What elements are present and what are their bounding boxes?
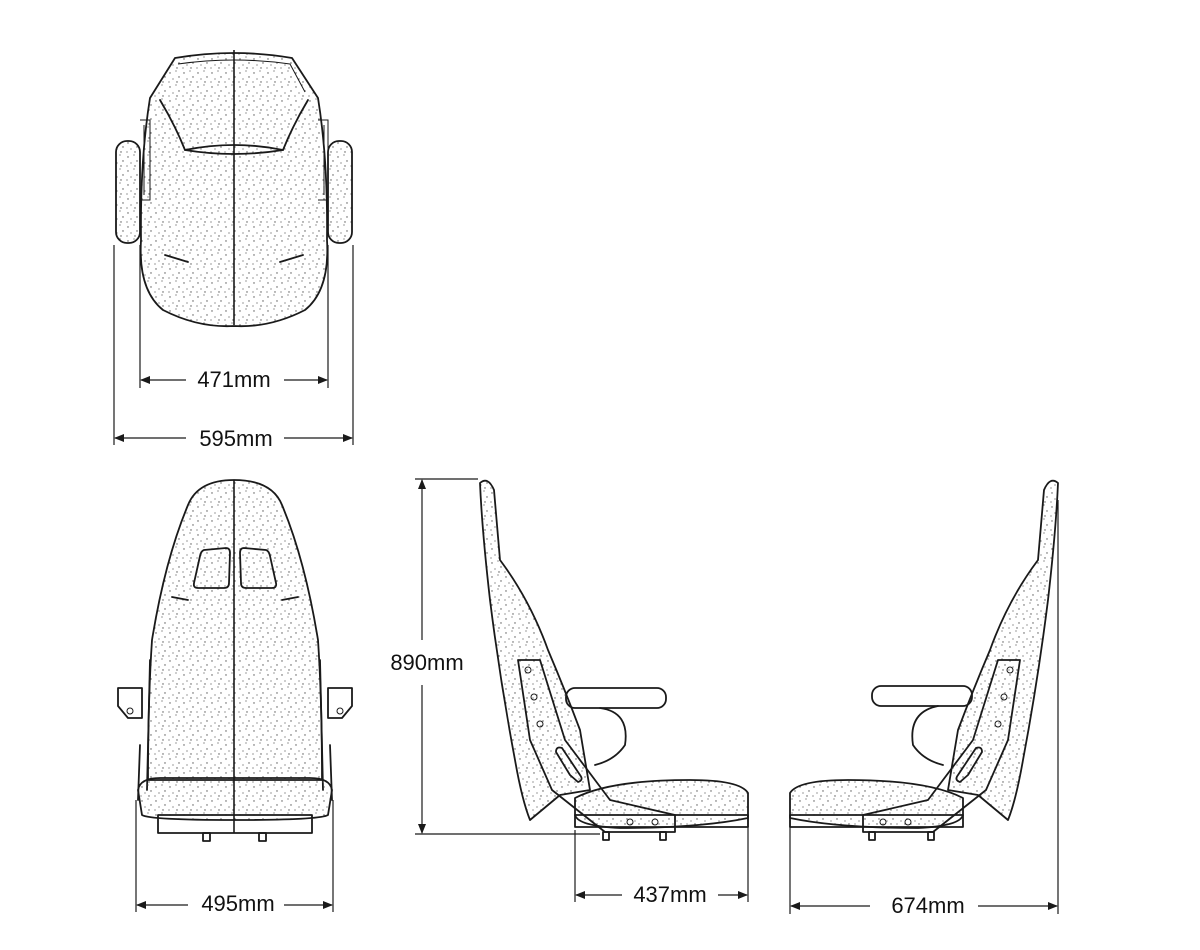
front-harness-slot-left: [192, 547, 231, 589]
front-left-armrest: [117, 687, 143, 719]
dim-overall-depth-label: 674mm: [891, 893, 964, 918]
front-dimension-lines: [135, 800, 334, 912]
side-left-armrest: [565, 687, 667, 709]
side-left-mount-bracket: [517, 659, 676, 833]
side-right-mount-bracket: [862, 659, 1021, 833]
front-view: [117, 479, 353, 842]
top-dimension-lines: [113, 245, 354, 445]
dim-depth-label: 437mm: [633, 882, 706, 907]
dim-base-width-label: 495mm: [201, 891, 274, 916]
dim-inner-width-label: 471mm: [197, 367, 270, 392]
side-right-dimension-lines: [789, 500, 1059, 914]
side-right-seat-back: [947, 479, 1059, 821]
front-seat-cushion: [137, 777, 333, 821]
top-left-armrest: [115, 140, 141, 244]
dim-outer-width-label: 595mm: [199, 426, 272, 451]
side-left-seat-back: [479, 479, 591, 821]
front-seat-back: [147, 479, 323, 781]
side-left-dimension-lines: [415, 478, 749, 902]
front-right-armrest: [327, 687, 353, 719]
side-view-right: [789, 479, 1059, 841]
top-view: [115, 50, 353, 328]
dim-height-label: 890mm: [390, 650, 463, 675]
side-view-left: [479, 479, 749, 841]
front-harness-slot-right: [239, 547, 278, 589]
top-right-armrest: [327, 140, 353, 244]
side-right-armrest: [871, 685, 973, 707]
